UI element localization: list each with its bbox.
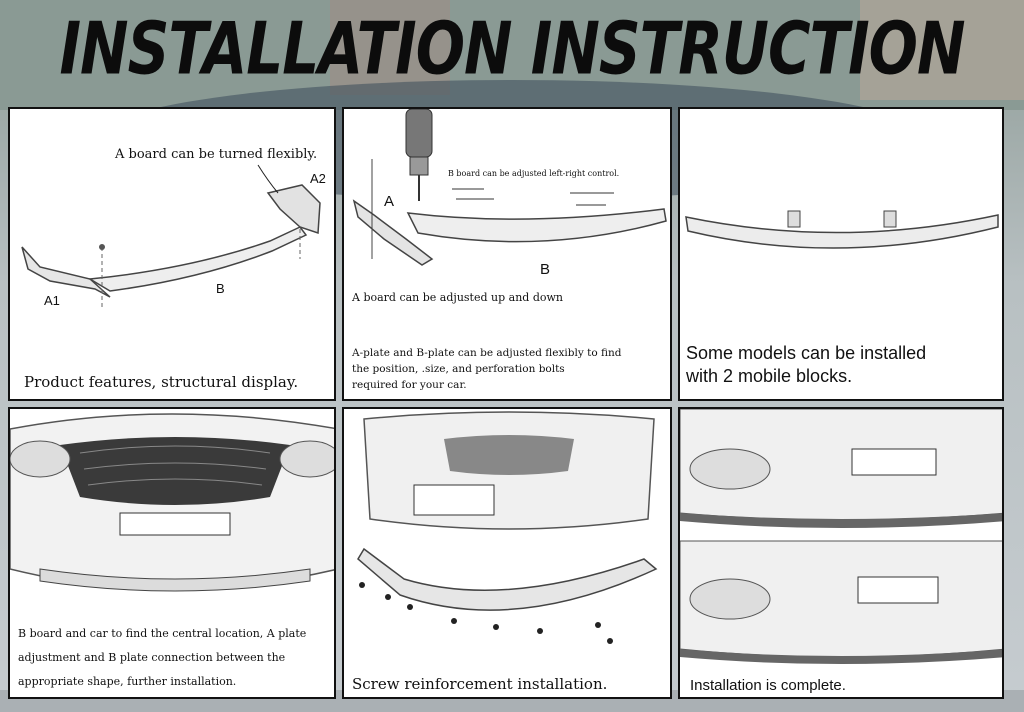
label-b: B [216,281,225,296]
caption-line-2: with 2 mobile blocks. [686,366,853,386]
car-front-grille-sketch [10,413,334,592]
note-left-right: B board can be adjusted left-right contr… [448,169,620,178]
mobile-blocks-sketch [685,210,999,249]
note-up-down: A board can be adjusted up and down [352,291,563,304]
screws-sketch [357,411,658,644]
finished-car-sketch [680,409,1002,664]
panel-screw-reinforcement: Screw reinforcement installation. [342,407,672,699]
panel-adjustment: B board can be adjusted left-right contr… [342,107,672,401]
label-a2: A2 [310,171,326,186]
caption-product-features: Product features, structural display. [24,373,299,391]
caption-line-1: A-plate and B-plate can be adjusted flex… [352,347,622,359]
page-title: INSTALLATION INSTRUCTION [59,6,965,91]
panel-central-location: B board and car to find the central loca… [8,407,336,699]
caption-line-1: Some models can be installed [686,343,927,363]
caption-line-3: required for your car. [352,379,467,391]
label-a: A [384,193,395,210]
label-b: B [540,261,551,278]
caption-line-3: appropriate shape, further installation. [18,675,237,688]
instruction-grid: A board can be turned flexibly. A2 A1 B … [8,107,1004,699]
caption-line-2: the position, .size, and perforation bol… [352,363,565,375]
label-a1: A1 [44,293,60,308]
note-flexible-board: A board can be turned flexibly. [115,147,318,162]
lip-parts-sketch [21,164,321,309]
panel-product-features: A board can be turned flexibly. A2 A1 B … [8,107,336,401]
panel-mobile-blocks: Some models can be installed with 2 mobi… [678,107,1004,401]
drill-adjust-sketch [352,109,667,266]
caption-complete: Installation is complete. [690,677,846,694]
caption-line-2: adjustment and B plate connection betwee… [18,651,286,664]
panel-installation-complete: Installation is complete. [678,407,1004,699]
caption-line-1: B board and car to find the central loca… [18,627,307,640]
caption-screw: Screw reinforcement installation. [352,675,608,693]
